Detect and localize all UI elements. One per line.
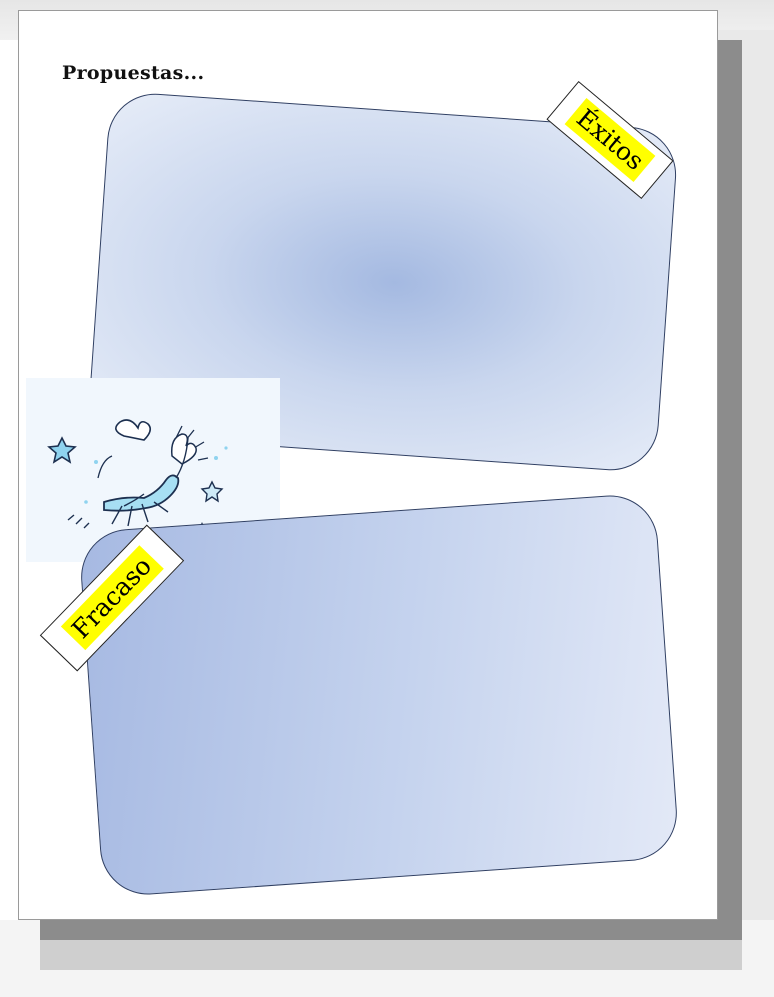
page-title: Propuestas... — [62, 62, 204, 84]
page-shadow-bottom — [40, 920, 742, 940]
page-shadow-right — [718, 40, 742, 920]
page-shadow-bottom-soft — [40, 940, 742, 970]
